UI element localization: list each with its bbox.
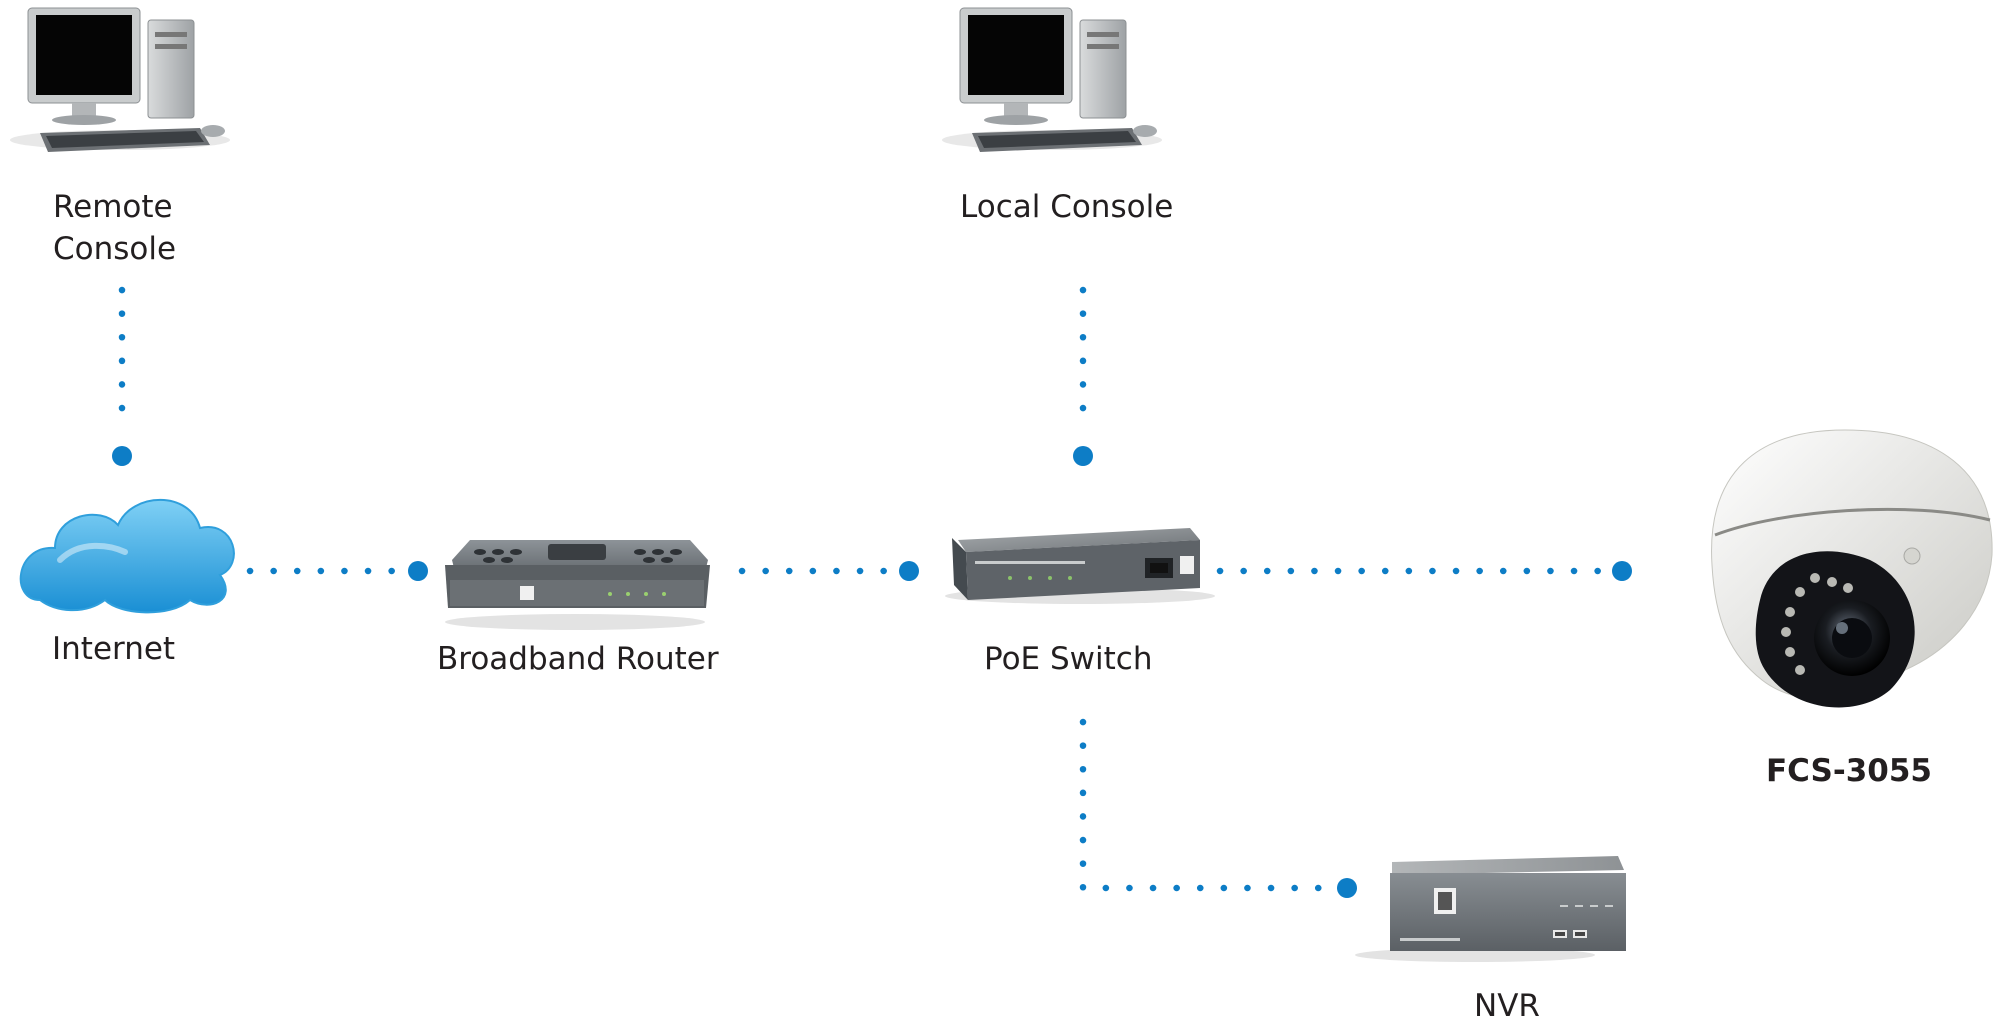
nvr-icon (1355, 856, 1626, 962)
local-console-label: Local Console (960, 189, 1174, 225)
link-switch-nvr (1079, 718, 1357, 898)
connection-endpoint-dot (408, 561, 428, 581)
broadband-router-label: Broadband Router (437, 641, 719, 677)
remote-console-label-line1: Remote (53, 189, 173, 225)
connection-endpoint-dot (1337, 878, 1357, 898)
connection-endpoint-dot (112, 446, 132, 466)
poe-switch-icon (945, 528, 1215, 604)
internet-label: Internet (52, 631, 176, 667)
link-local-console-switch (1073, 286, 1093, 466)
connection-endpoint-dot (899, 561, 919, 581)
link-internet-router (246, 561, 428, 581)
remote-console-label-line2: Console (53, 231, 177, 267)
nvr-label: NVR (1474, 988, 1540, 1023)
camera-model-label: FCS-3055 (1766, 753, 1932, 789)
connection-lines (112, 286, 1632, 898)
connection-endpoint-dot (1073, 446, 1093, 466)
connection-endpoint-dot (1612, 561, 1632, 581)
link-router-switch (738, 561, 919, 581)
link-remote-console-internet (112, 286, 132, 466)
poe-switch-label: PoE Switch (984, 641, 1153, 677)
internet-cloud-icon (19, 498, 235, 614)
broadband-router-icon (445, 540, 710, 630)
dotted-line (1079, 718, 1329, 892)
dome-camera-icon (1711, 429, 1993, 708)
link-switch-camera (1216, 561, 1632, 581)
local-console-computer-icon (942, 7, 1162, 152)
remote-console-label: Remote Console (53, 186, 176, 270)
remote-console-computer-icon (10, 7, 230, 152)
